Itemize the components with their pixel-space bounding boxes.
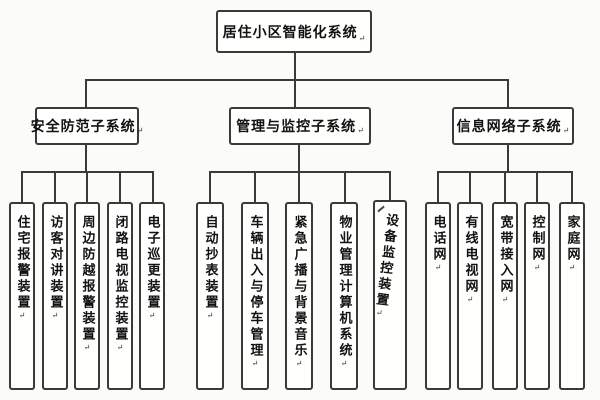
connector-security-vertical [85, 143, 87, 173]
leaf-label: 宽带接入网 [497, 215, 513, 295]
leaf-label: 住宅报警装置 [14, 215, 30, 311]
paragraph-mark: ↵ [115, 343, 125, 352]
leaf-visitor-intercom: 访客对讲装置↵ [42, 202, 68, 390]
leaf-cable-tv-net: 有线电视网↵ [457, 202, 483, 390]
leaf-property-computer: 物业管理计算机系统↵ [330, 202, 358, 390]
paragraph-mark: ↵ [339, 359, 349, 368]
leaf-telephone-net: 电话网↵ [425, 202, 451, 390]
leaf-home-net: 家庭网↵ [559, 202, 585, 390]
leaf-label: 设备监控装置 [371, 212, 399, 310]
leaf-cctv-monitor: 闭路电视监控装置↵ [107, 202, 133, 390]
paragraph-mark: ↵ [567, 263, 577, 272]
connector-security-drop-3 [86, 171, 88, 203]
connector-management-drop-5 [389, 171, 391, 203]
connector-management-drop-3 [298, 171, 300, 203]
paragraph-mark: ↵ [358, 34, 366, 43]
paragraph-mark: ↵ [532, 263, 542, 272]
connector-root-vertical [294, 52, 296, 80]
branch-management-label: 管理与监控子系统 [236, 119, 357, 135]
connector-management-vertical [298, 143, 300, 173]
connector-security-drop-2 [54, 171, 56, 203]
leaf-control-net: 控制网↵ [524, 202, 550, 390]
branch-network-label: 信息网络子系统 [456, 119, 562, 135]
connector-management-drop-4 [344, 171, 346, 203]
leaf-label: 家庭网 [564, 215, 580, 263]
paragraph-mark: ↵ [357, 126, 364, 135]
connector-security-drop-1 [21, 171, 23, 203]
branch-node-security: 安全防范子系统↵ [31, 107, 143, 145]
paragraph-mark: ↵ [147, 311, 157, 320]
leaf-meter-reading: 自动抄表装置↵ [196, 202, 224, 390]
paragraph-mark: ↵ [465, 295, 475, 304]
leaf-label: 电话网 [430, 215, 446, 263]
connector-drop-security [85, 79, 87, 109]
leaf-label: 闭路电视监控装置 [112, 215, 128, 343]
leaf-parking-management: 车辆出入与停车管理↵ [241, 202, 269, 390]
leaf-label: 有线电视网 [462, 215, 478, 295]
connector-security-drop-4 [119, 171, 121, 203]
leaf-label: 周边防越报警装置 [79, 215, 95, 343]
connector-network-drop-2 [469, 171, 471, 203]
connector-network-drop-5 [571, 171, 573, 203]
paragraph-mark: ↵ [17, 311, 27, 320]
branch-node-management: 管理与监控子系统↵ [229, 107, 371, 145]
paragraph-mark: ↵ [82, 343, 92, 352]
paragraph-mark: ↵ [250, 359, 260, 368]
leaf-label: 车辆出入与停车管理 [247, 215, 263, 359]
leaf-label: 自动抄表装置 [202, 215, 218, 311]
connector-network-drop-1 [437, 171, 439, 203]
branch-node-network: 信息网络子系统↵ [452, 107, 574, 145]
paragraph-mark: ↵ [50, 311, 60, 320]
leaf-residential-alarm: 住宅报警装置↵ [9, 202, 35, 390]
leaf-label: 物业管理计算机系统 [336, 215, 352, 359]
connector-drop-management [294, 79, 296, 109]
paragraph-mark: ↵ [373, 307, 384, 318]
leaf-label: 访客对讲装置 [47, 215, 63, 311]
connector-drop-network [507, 79, 509, 109]
leaf-electronic-patrol: 电子巡更装置↵ [139, 202, 165, 390]
paragraph-mark: ↵ [500, 295, 510, 304]
root-node: 居住小区智能化系统↵ [216, 10, 372, 53]
paragraph-mark: ↵ [562, 126, 570, 135]
connector-management-horizontal [209, 171, 391, 173]
connector-level1-horizontal [85, 79, 509, 81]
paragraph-mark: ↵ [205, 311, 215, 320]
connector-security-drop-5 [152, 171, 154, 203]
connector-network-drop-4 [536, 171, 538, 203]
connector-network-drop-3 [504, 171, 506, 203]
leaf-label: 控制网 [529, 215, 545, 263]
leaf-label: 电子巡更装置 [144, 215, 160, 311]
paragraph-mark: ↵ [136, 126, 144, 135]
paragraph-mark: ↵ [433, 263, 443, 272]
leaf-broadband-net: 宽带接入网↵ [492, 202, 518, 390]
root-node-label: 居住小区智能化系统 [222, 24, 358, 41]
branch-security-label: 安全防范子系统 [30, 119, 136, 135]
paragraph-mark: ↵ [294, 359, 304, 368]
connector-management-drop-2 [254, 171, 256, 203]
connector-network-vertical [507, 143, 509, 173]
leaf-perimeter-alarm: 周边防越报警装置↵ [74, 202, 100, 390]
leaf-broadcast-music: 紧急广播与背景音乐↵ [285, 202, 313, 390]
leaf-equipment-monitor: 设备监控装置↵ [371, 200, 407, 390]
leaf-label: 紧急广播与背景音乐 [291, 215, 307, 359]
connector-management-drop-1 [209, 171, 211, 203]
